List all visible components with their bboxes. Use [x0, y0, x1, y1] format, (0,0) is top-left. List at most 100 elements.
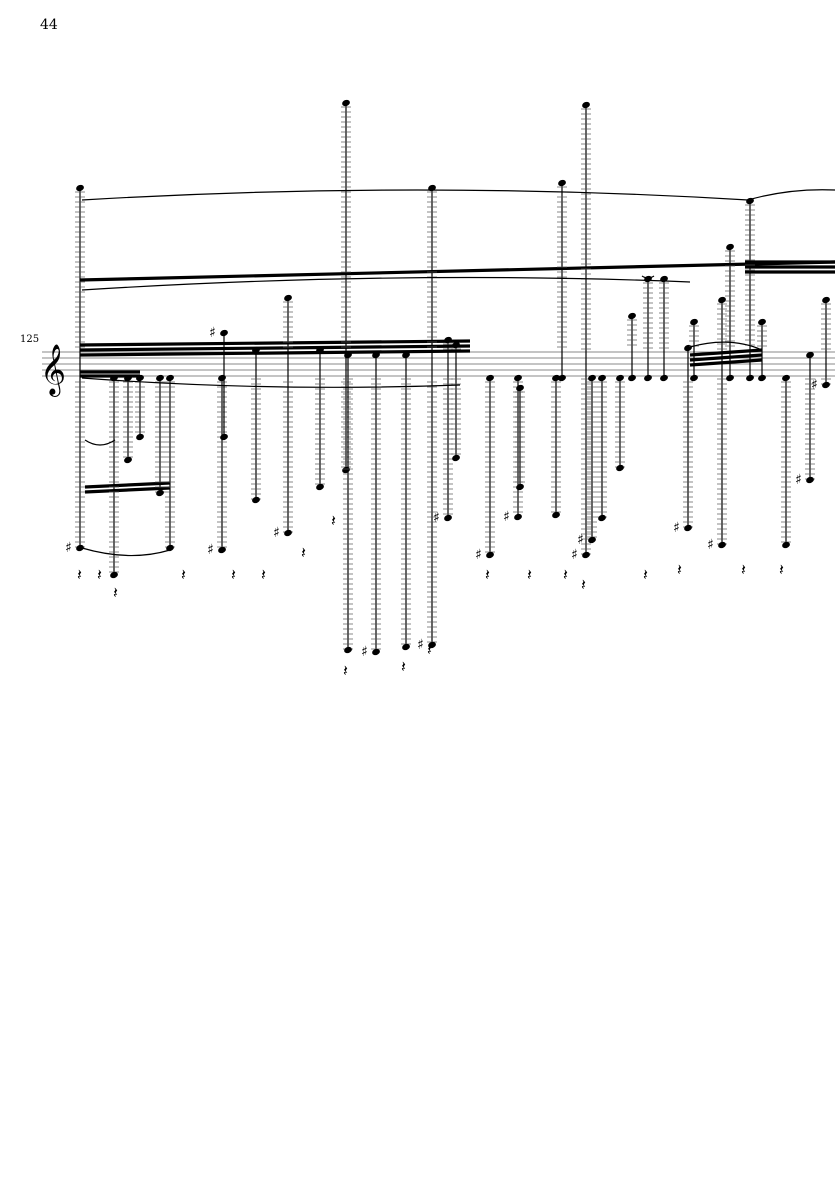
tie [747, 189, 835, 201]
rest-icon: 𝄽 [485, 565, 490, 584]
notehead [746, 374, 754, 382]
notehead [684, 344, 692, 352]
sharp-icon: ♯ [273, 525, 280, 541]
rests: 𝄽𝄽𝄽𝄽𝄽𝄽𝄽𝄽𝄽𝄽𝄽𝄽𝄽𝄽𝄽𝄽𝄽𝄽𝄽 [77, 511, 784, 680]
notehead [660, 275, 668, 283]
notehead [628, 374, 636, 382]
sharp-icon: ♯ [811, 377, 818, 393]
sharp-icon: ♯ [577, 532, 584, 548]
notehead [644, 374, 652, 382]
rest-icon: 𝄽 [563, 565, 568, 584]
beam [79, 260, 835, 282]
notehead [372, 648, 380, 656]
notehead [806, 476, 814, 484]
tie [81, 276, 691, 291]
notehead [284, 294, 292, 302]
sharp-icon: ♯ [673, 520, 680, 536]
rest-icon: 𝄽 [343, 661, 348, 680]
beam [84, 481, 171, 489]
notehead [316, 346, 324, 354]
sharp-icon: ♯ [361, 644, 368, 660]
notehead [372, 351, 380, 359]
rest-icon: 𝄽 [741, 560, 746, 579]
sharp-icon: ♯ [795, 472, 802, 488]
rest-icon: 𝄽 [427, 640, 432, 659]
notehead [252, 496, 260, 504]
notehead [344, 646, 352, 654]
sharp-icon: ♯ [65, 540, 72, 556]
sharp-icon: ♯ [475, 547, 482, 563]
beam [79, 344, 471, 352]
notehead [218, 546, 226, 554]
notehead [660, 374, 668, 382]
notehead [552, 374, 560, 382]
rest-icon: 𝄽 [677, 560, 682, 579]
notehead [616, 464, 624, 472]
notehead [156, 489, 164, 497]
notehead [516, 483, 524, 491]
notehead [76, 544, 84, 552]
rest-icon: 𝄽 [97, 565, 102, 584]
notehead [218, 374, 226, 382]
rest-icon: 𝄽 [231, 565, 236, 584]
tie [81, 547, 171, 557]
sharp-icon: ♯ [207, 542, 214, 558]
sharp-icon: ♯ [209, 325, 216, 341]
rest-icon: 𝄽 [77, 565, 82, 584]
notehead [758, 374, 766, 382]
beam [79, 349, 471, 357]
notehead [806, 351, 814, 359]
notehead [718, 296, 726, 304]
notehead [402, 351, 410, 359]
notehead [344, 351, 352, 359]
notehead [342, 99, 350, 107]
notehead [76, 184, 84, 192]
notehead [110, 571, 118, 579]
notehead [136, 374, 144, 382]
notehead [124, 374, 132, 382]
notehead [822, 381, 830, 389]
notehead [598, 374, 606, 382]
rest-icon: 𝄽 [301, 543, 306, 562]
notehead [252, 346, 260, 354]
notehead [444, 514, 452, 522]
notehead [758, 318, 766, 326]
notehead [452, 454, 460, 462]
treble-clef-icon: 𝄞 [40, 344, 66, 397]
notehead [598, 514, 606, 522]
rest-icon: 𝄽 [113, 583, 118, 602]
notehead [316, 483, 324, 491]
notehead [486, 374, 494, 382]
sharp-icon: ♯ [503, 509, 510, 525]
notehead [822, 296, 830, 304]
notehead [552, 511, 560, 519]
notehead [558, 374, 566, 382]
notehead [558, 179, 566, 187]
measure-number: 125 [20, 334, 40, 345]
notehead [690, 318, 698, 326]
notehead [782, 541, 790, 549]
notehead [452, 341, 460, 349]
notehead [428, 641, 436, 649]
rest-icon: 𝄽 [331, 511, 336, 530]
notehead [628, 312, 636, 320]
rest-icon: 𝄽 [261, 565, 266, 584]
tie [81, 189, 749, 201]
notehead [486, 551, 494, 559]
tie [641, 275, 655, 279]
rest-icon: 𝄽 [527, 565, 532, 584]
beam [79, 339, 471, 347]
tie [81, 377, 461, 388]
tie [84, 439, 116, 446]
notehead [402, 643, 410, 651]
beam [84, 486, 171, 494]
notehead [588, 374, 596, 382]
rest-icon: 𝄽 [643, 565, 648, 584]
notehead [726, 243, 734, 251]
notehead [220, 329, 228, 337]
notehead [166, 374, 174, 382]
notehead [166, 544, 174, 552]
ties [81, 189, 835, 557]
notehead [616, 374, 624, 382]
